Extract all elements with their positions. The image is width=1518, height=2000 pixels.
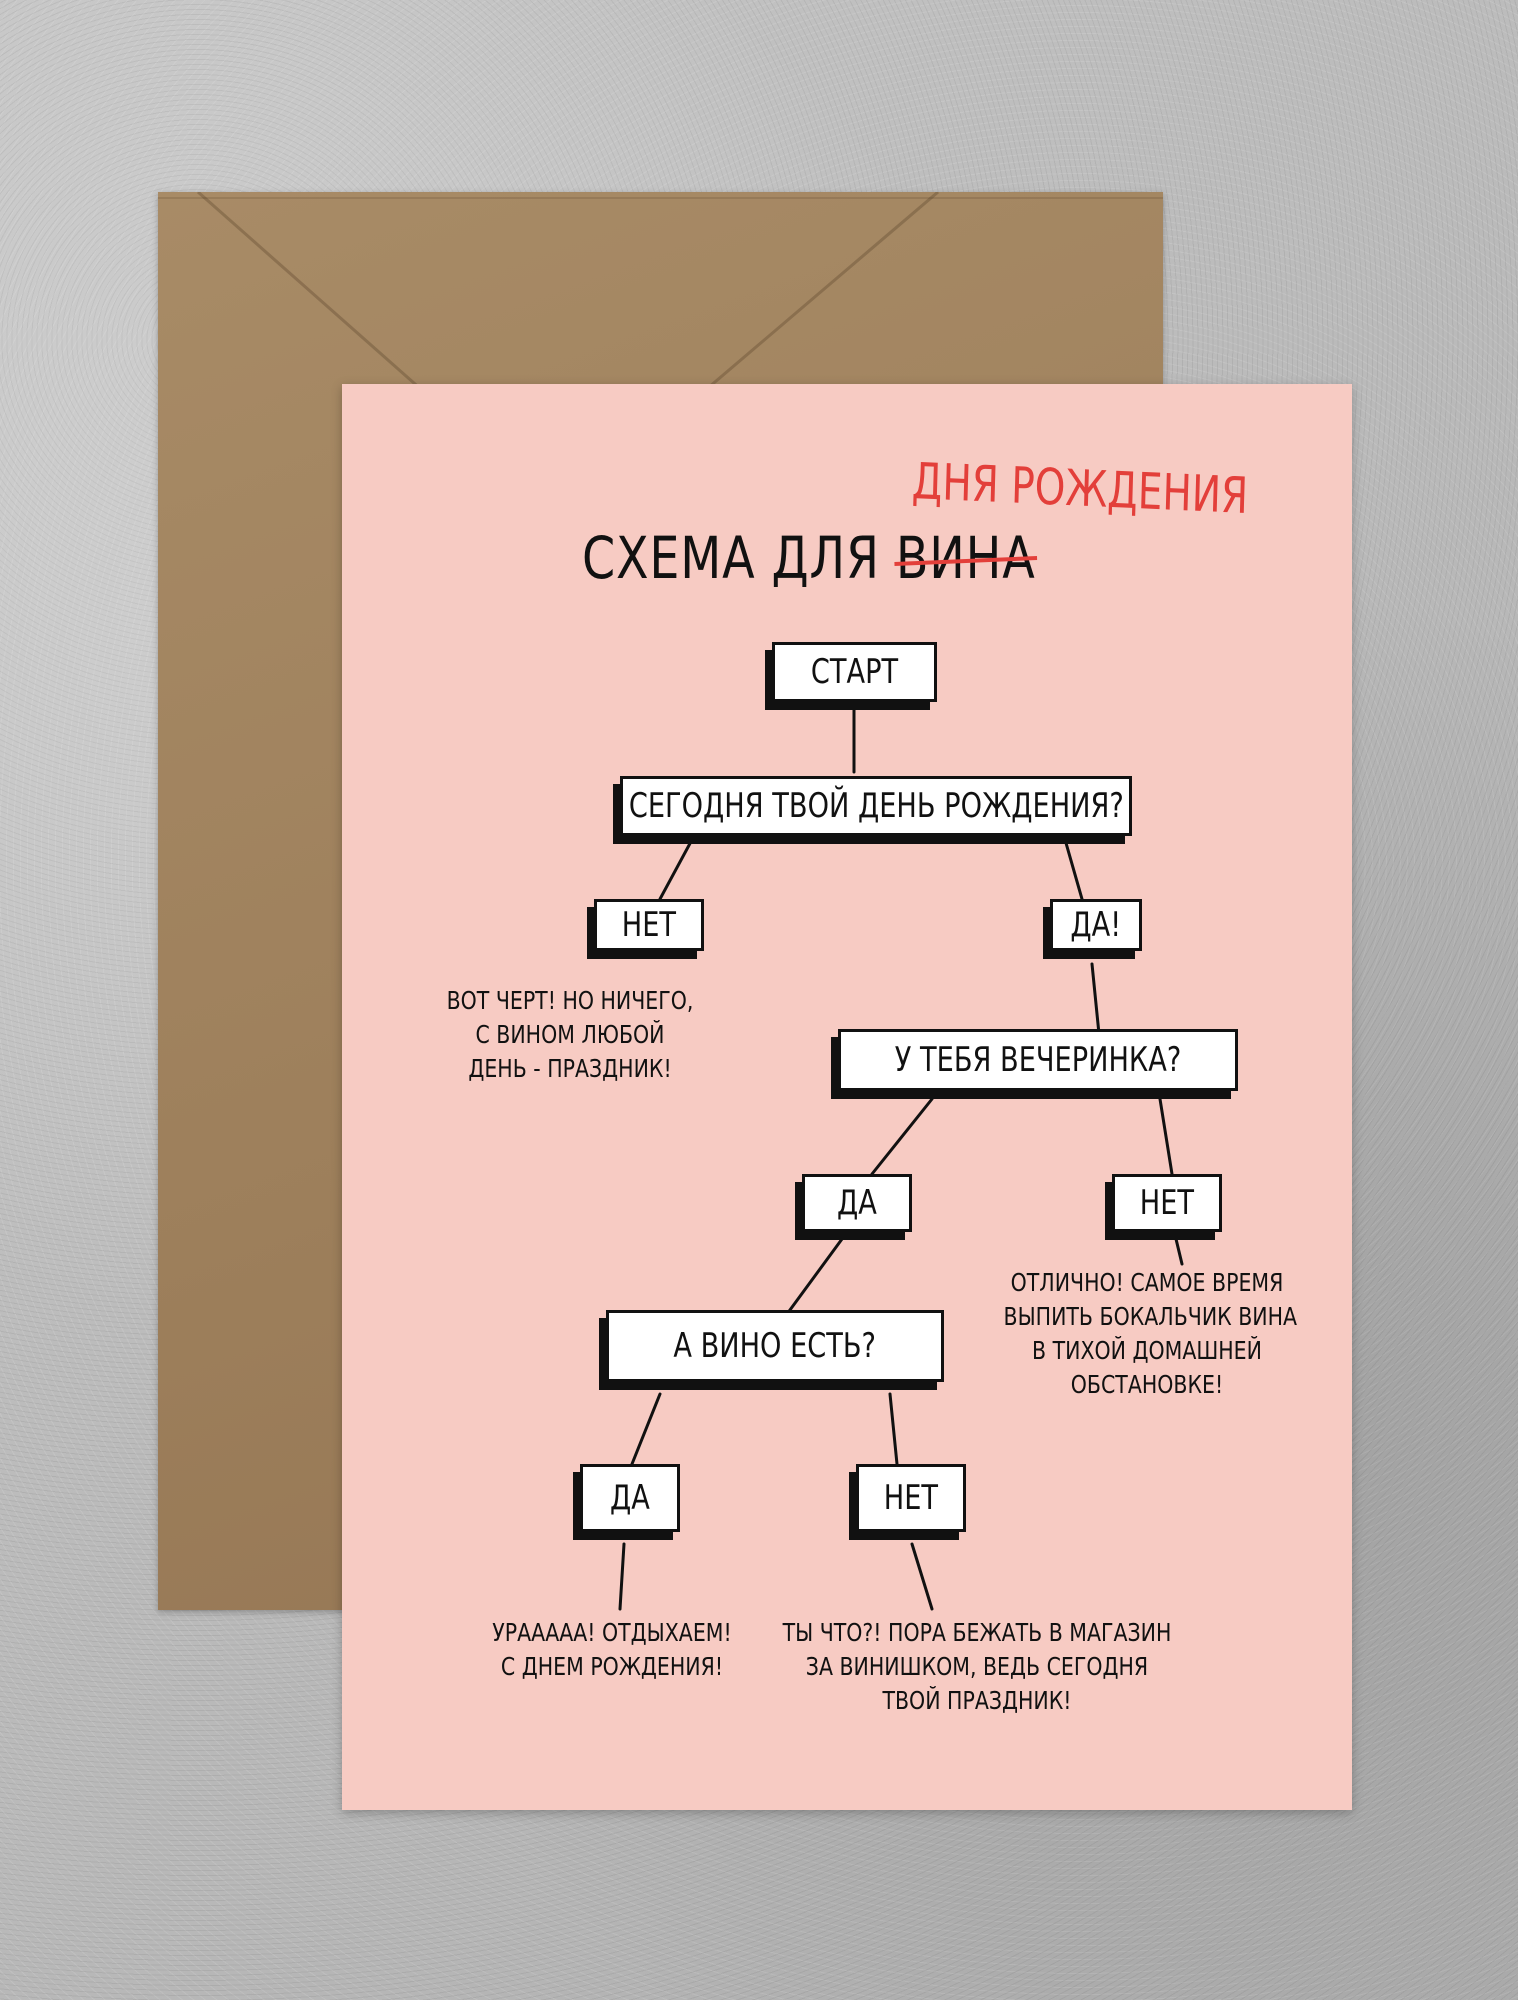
connector-wine-yes: [630, 1392, 662, 1466]
note-wine-yes: УРААААА! ОТДЫХАЕМ! С ДНЕМ РОЖДЕНИЯ!: [492, 1618, 732, 1681]
connector-party-yes: [870, 1097, 934, 1176]
note-not-birthday: ВОТ ЧЕРТ! НО НИЧЕГО, С ВИНОМ ЛЮБОЙ ДЕНЬ …: [446, 986, 694, 1083]
note-no-party: ОТЛИЧНО! САМОЕ ВРЕМЯ ВЫПИТЬ БОКАЛЬЧИК ВИ…: [1003, 1268, 1298, 1399]
box-party-yes: ДА: [802, 1174, 912, 1232]
connector-birthday-no: [658, 834, 696, 901]
box-question-party: У ТЕБЯ ВЕЧЕРИНКА?: [838, 1029, 1238, 1091]
box-answer-no: НЕТ: [594, 899, 704, 951]
card-title: СХЕМА ДЛЯ ВИНА: [582, 524, 1036, 592]
title-struck-word: ВИНА: [895, 524, 1036, 592]
box-party-no: НЕТ: [1112, 1174, 1222, 1232]
connector-no-result: [1174, 1237, 1184, 1266]
connector-wineno-result: [910, 1542, 934, 1611]
connector-wine-no: [888, 1392, 899, 1466]
connector-wineyes-result: [618, 1542, 626, 1611]
flow-connectors: [618, 700, 1184, 1611]
connector-birthday-yes: [1062, 834, 1084, 901]
box-wine-no: НЕТ: [856, 1464, 966, 1532]
connector-party-no: [1158, 1097, 1174, 1176]
connector-partyyes-wine: [785, 1237, 844, 1316]
box-question-birthday: СЕГОДНЯ ТВОЙ ДЕНЬ РОЖДЕНИЯ?: [620, 776, 1132, 836]
note-wine-no: ТЫ ЧТО?! ПОРА БЕЖАТЬ В МАГАЗИН ЗА ВИНИШК…: [782, 1618, 1172, 1715]
box-answer-yes: ДА!: [1050, 899, 1142, 951]
connector-yes-party: [1090, 962, 1101, 1036]
box-start: СТАРТ: [772, 642, 937, 702]
title-prefix: СХЕМА ДЛЯ: [582, 524, 880, 592]
box-wine-yes: ДА: [580, 1464, 680, 1532]
greeting-card: ДНЯ РОЖДЕНИЯ СХЕМА ДЛЯ ВИНА СТАРТ СЕГОДН…: [342, 384, 1352, 1810]
box-question-wine: А ВИНО ЕСТЬ?: [606, 1310, 944, 1382]
